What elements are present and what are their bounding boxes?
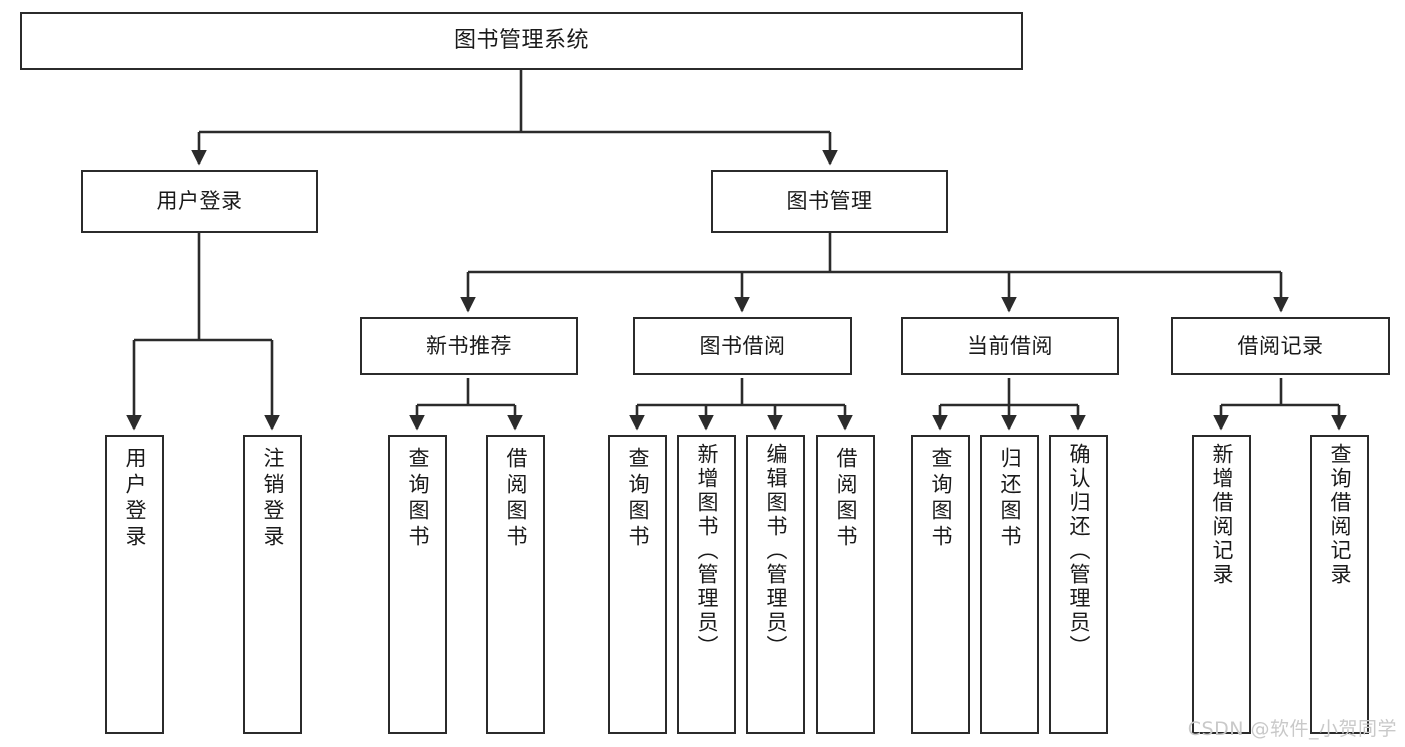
leaf-borrow-add-book-label: 新增图书（管理员） (695, 443, 719, 659)
leaf-user-login-login[interactable]: 用户登录 (105, 435, 164, 734)
leaf-new-book-borrow[interactable]: 借阅图书 (486, 435, 545, 734)
leaf-new-book-query-label: 查询图书 (406, 447, 430, 551)
leaf-borrow-query[interactable]: 查询图书 (608, 435, 667, 734)
leaf-borrow-edit-book[interactable]: 编辑图书（管理员） (746, 435, 805, 734)
leaf-record-query[interactable]: 查询借阅记录 (1310, 435, 1369, 734)
node-root-label: 图书管理系统 (453, 28, 589, 54)
node-book-management-label: 图书管理 (786, 189, 873, 214)
leaf-current-confirm-return[interactable]: 确认归还（管理员） (1049, 435, 1108, 734)
node-new-book-recommend-label: 新书推荐 (426, 333, 512, 358)
leaf-user-login-logout[interactable]: 注销登录 (243, 435, 302, 734)
node-book-borrow-label: 图书借阅 (699, 333, 786, 358)
node-borrow-record[interactable]: 借阅记录 (1171, 317, 1390, 375)
leaf-current-confirm-return-label: 确认归还（管理员） (1067, 443, 1091, 659)
leaf-borrow-borrow-book[interactable]: 借阅图书 (816, 435, 875, 734)
leaf-user-login-logout-label: 注销登录 (261, 447, 285, 551)
leaf-borrow-edit-book-label: 编辑图书（管理员） (764, 443, 788, 659)
leaf-current-return-label: 归还图书 (998, 447, 1022, 551)
leaf-new-book-query[interactable]: 查询图书 (388, 435, 447, 734)
leaf-borrow-query-label: 查询图书 (626, 447, 650, 551)
node-book-borrow[interactable]: 图书借阅 (633, 317, 852, 375)
csdn-watermark: CSDN @软件_小贺同学 (1187, 718, 1397, 740)
leaf-current-return[interactable]: 归还图书 (980, 435, 1039, 734)
node-root[interactable]: 图书管理系统 (20, 12, 1023, 70)
node-book-management[interactable]: 图书管理 (711, 170, 948, 233)
node-new-book-recommend[interactable]: 新书推荐 (360, 317, 578, 375)
leaf-borrow-borrow-book-label: 借阅图书 (834, 447, 858, 551)
leaf-borrow-add-book[interactable]: 新增图书（管理员） (677, 435, 736, 734)
leaf-user-login-login-label: 用户登录 (123, 447, 147, 551)
node-current-borrow-label: 当前借阅 (967, 333, 1053, 358)
node-borrow-record-label: 借阅记录 (1237, 333, 1324, 358)
node-current-borrow[interactable]: 当前借阅 (901, 317, 1119, 375)
node-user-login-label: 用户登录 (156, 189, 243, 214)
leaf-current-query-label: 查询图书 (929, 447, 953, 551)
leaf-record-add-label: 新增借阅记录 (1210, 443, 1234, 587)
leaf-current-query[interactable]: 查询图书 (911, 435, 970, 734)
leaf-record-query-label: 查询借阅记录 (1328, 443, 1352, 587)
leaf-new-book-borrow-label: 借阅图书 (504, 447, 528, 551)
leaf-record-add[interactable]: 新增借阅记录 (1192, 435, 1251, 734)
node-user-login[interactable]: 用户登录 (81, 170, 318, 233)
